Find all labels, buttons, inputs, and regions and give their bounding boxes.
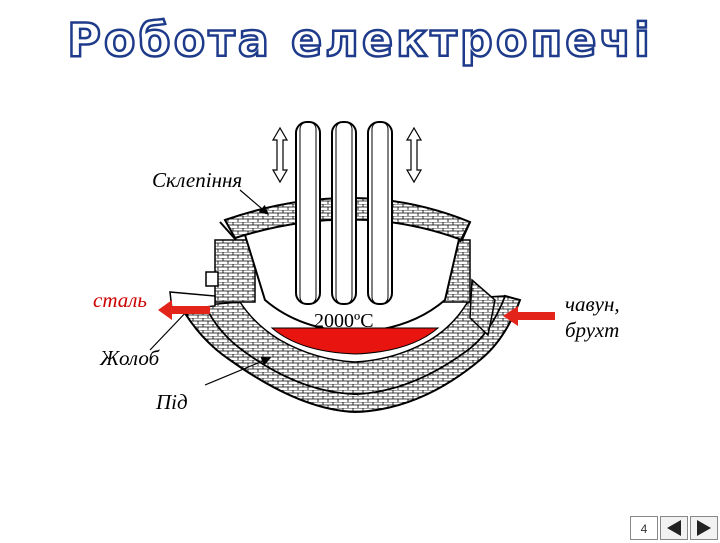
hearth-label: Під xyxy=(156,390,188,414)
triangle-right-icon xyxy=(697,520,711,536)
triangle-left-icon xyxy=(667,520,681,536)
charge-label-line2: брухт xyxy=(565,318,620,342)
label-pointers xyxy=(149,189,272,386)
chute-label: Жолоб xyxy=(100,346,160,370)
electrode-motion-arrows xyxy=(271,126,423,184)
charge-in-arrow xyxy=(503,306,555,326)
prev-slide-button[interactable] xyxy=(660,516,688,540)
slide-title-graphic: Робота електропечі xyxy=(66,12,653,69)
roof-label: Склепіння xyxy=(152,168,243,192)
charge-label-line1: чавун, xyxy=(565,292,620,316)
molten-metal xyxy=(270,327,440,355)
next-slide-button[interactable] xyxy=(690,516,718,540)
steel-out-arrow xyxy=(158,300,210,320)
temperature-label: 2000ºС xyxy=(314,310,374,332)
electrodes xyxy=(295,121,393,305)
steel-label: сталь xyxy=(93,288,147,312)
slide-title: Робота електропечі xyxy=(67,13,653,67)
page-number: 4 xyxy=(630,516,658,540)
furnace-shell xyxy=(169,197,522,414)
